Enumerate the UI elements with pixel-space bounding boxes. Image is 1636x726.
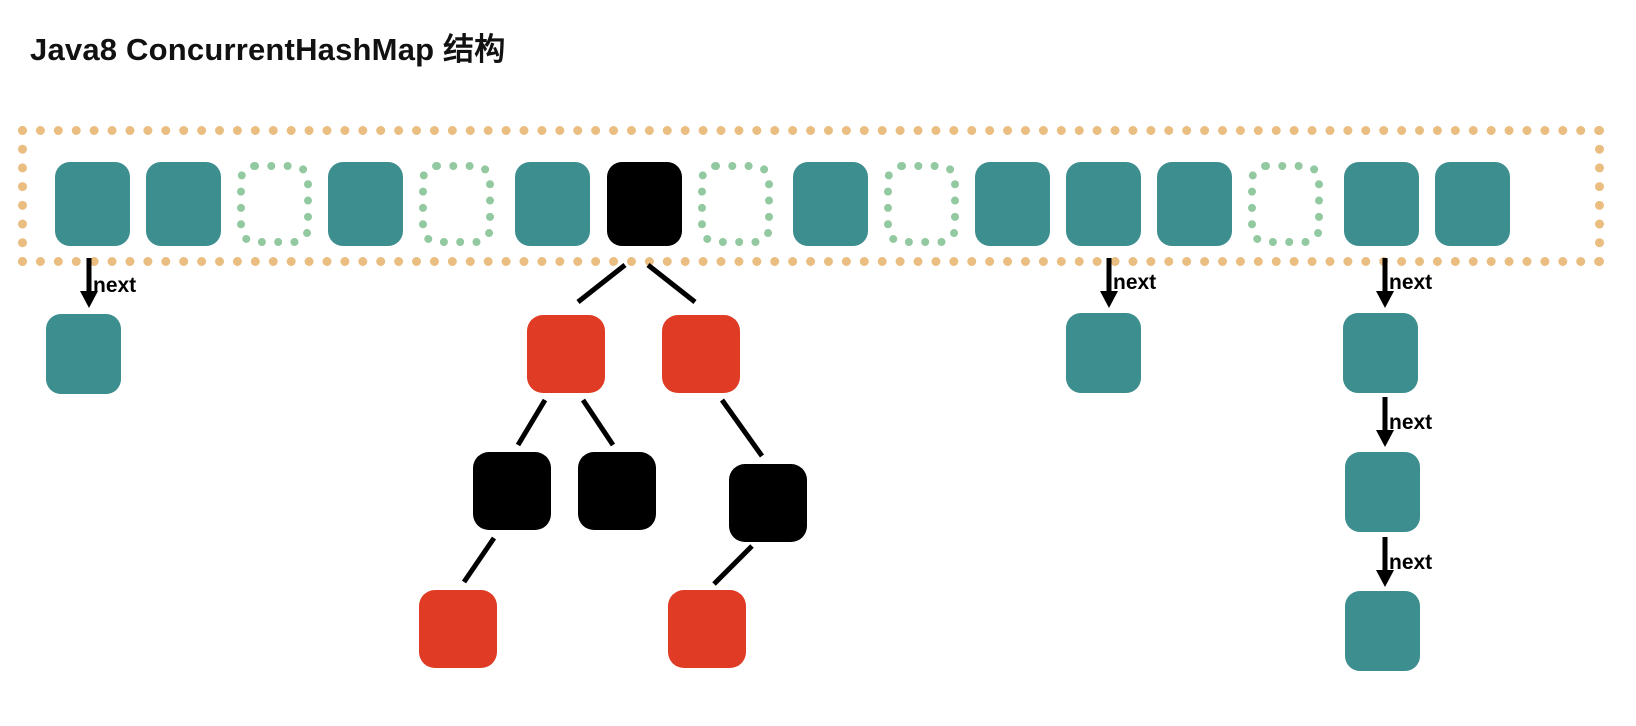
bucket-slot-7[interactable] (698, 162, 773, 246)
chain-slot-14-next-arrow-1 (1376, 397, 1394, 447)
chain-slot-11-node-0[interactable] (1066, 313, 1141, 393)
chain-slot-0-next-arrow-0 (80, 258, 98, 308)
tree-node-n3[interactable] (473, 452, 551, 530)
bucket-slot-11[interactable] (1066, 162, 1141, 246)
tree-edge-n2-n5 (719, 398, 765, 458)
tree-edge-n3-n6 (461, 536, 497, 584)
bucket-slot-13[interactable] (1248, 162, 1323, 246)
chain-slot-0-node-0[interactable] (46, 314, 121, 394)
bucket-slot-6[interactable] (607, 162, 682, 246)
tree-node-n6[interactable] (419, 590, 497, 668)
chain-slot-14-next-label-2: next (1389, 551, 1433, 574)
bucket-slot-5[interactable] (515, 162, 590, 246)
chain-slot-14-node-2[interactable] (1345, 591, 1420, 671)
tree-node-n5[interactable] (729, 464, 807, 542)
chain-slot-0-next-label-0: next (93, 274, 137, 297)
tree-node-n7[interactable] (668, 590, 746, 668)
chain-slot-14-next-arrow-2 (1376, 537, 1394, 587)
tree-edge-root-n1 (576, 263, 627, 304)
tree-edge-n1-n4 (580, 398, 616, 447)
bucket-slot-8[interactable] (793, 162, 868, 246)
tree-node-n1[interactable] (527, 315, 605, 393)
chain-slot-14-next-label-1: next (1389, 411, 1433, 434)
bucket-slot-9[interactable] (884, 162, 959, 246)
chain-slot-14-next-arrow-0 (1376, 258, 1394, 308)
bucket-slot-4[interactable] (419, 162, 494, 246)
bucket-slot-10[interactable] (975, 162, 1050, 246)
tree-edge-n1-n3 (515, 398, 548, 447)
tree-node-n2[interactable] (662, 315, 740, 393)
tree-edge-root-n2 (646, 263, 697, 304)
bucket-slot-12[interactable] (1157, 162, 1232, 246)
chain-slot-11-next-arrow-0 (1100, 258, 1118, 308)
bucket-slot-14[interactable] (1344, 162, 1419, 246)
page-title: Java8 ConcurrentHashMap 结构 (30, 32, 506, 67)
tree-edge-n5-n7 (712, 544, 754, 586)
bucket-slot-15[interactable] (1435, 162, 1510, 246)
chain-slot-14-node-1[interactable] (1345, 452, 1420, 532)
chain-slot-14-next-label-0: next (1389, 271, 1433, 294)
tree-node-n4[interactable] (578, 452, 656, 530)
bucket-slot-1[interactable] (146, 162, 221, 246)
chain-slot-11-next-label-0: next (1113, 271, 1157, 294)
bucket-slot-3[interactable] (328, 162, 403, 246)
chain-slot-14-node-0[interactable] (1343, 313, 1418, 393)
bucket-slot-2[interactable] (237, 162, 312, 246)
bucket-slot-0[interactable] (55, 162, 130, 246)
hash-table-array (18, 126, 1604, 266)
